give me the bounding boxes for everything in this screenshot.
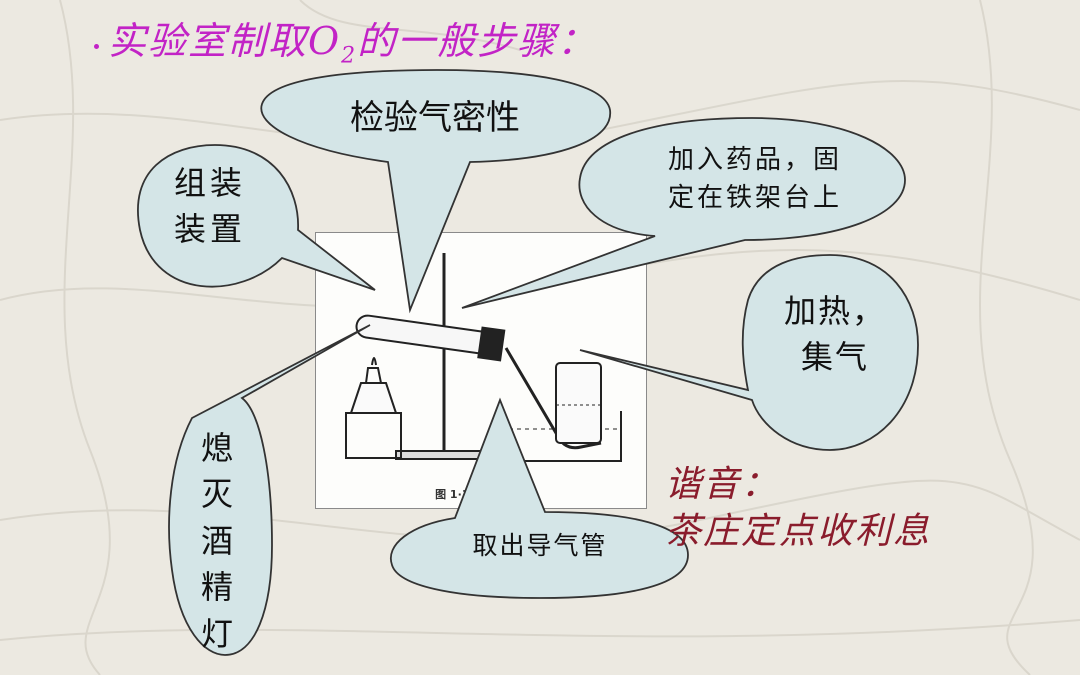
mnemonic-phrase: 茶庄定点收利息 [665, 510, 932, 552]
bubble-lamp [168, 324, 371, 656]
mnemonic-label: 谐音： [665, 464, 780, 505]
step-extinguish-lamp: 熄 灭 酒 精 灯 [200, 429, 233, 653]
bubble-heat [579, 254, 919, 451]
step-assemble-apparatus: 组装 装置 [173, 164, 246, 249]
step-remove-tube: 取出导气管 [472, 531, 608, 560]
lamp-neck [365, 367, 382, 384]
lamp-flame [371, 357, 377, 366]
bubble-check-airtightness [260, 69, 611, 314]
title-subscript: 2 [341, 43, 358, 69]
bubble-tube [389, 397, 689, 599]
title-main: 实验室制取O [108, 19, 342, 63]
title-bullet [94, 44, 99, 49]
stopper [477, 326, 506, 362]
step-check-airtightness: 检验气密性 [350, 98, 520, 138]
gas-bottle [555, 362, 602, 444]
bubble-assemble [137, 144, 376, 291]
step-load-and-fix: 加入药品，固 定在铁架台上 [667, 145, 842, 213]
title-rest: 的一般步骤： [357, 19, 598, 63]
alcohol-lamp [349, 382, 398, 414]
bubble-load [461, 117, 906, 309]
mnemonic-block: 谐音： 茶庄定点收利息 [665, 462, 931, 556]
page-title: 实验室制取O2的一般步骤： [94, 10, 598, 70]
oxygen-apparatus-drawing [345, 253, 622, 462]
step-heat-and-collect: 加热， 集气 [783, 292, 886, 377]
apparatus-figure [315, 232, 647, 509]
